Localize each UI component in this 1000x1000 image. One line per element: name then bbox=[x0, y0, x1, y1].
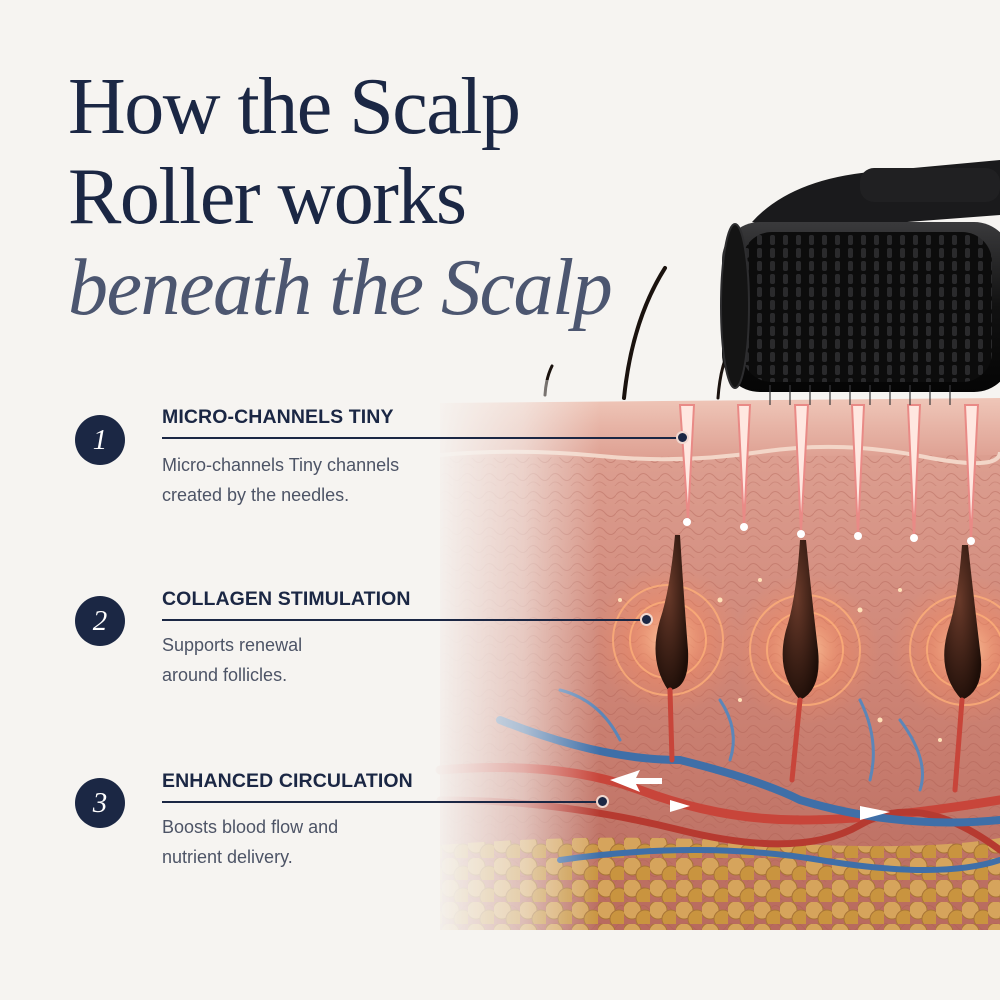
step-number-badge: 2 bbox=[75, 596, 125, 646]
step-title: MICRO-CHANNELS TINY bbox=[162, 406, 394, 428]
headline-line-2: Roller works bbox=[68, 153, 467, 241]
leader-line bbox=[162, 801, 602, 803]
step-description: Micro-channels Tiny channels created by … bbox=[162, 455, 400, 505]
leader-line bbox=[162, 437, 682, 439]
headline-line-1: How the Scalp bbox=[68, 63, 521, 151]
headline: How the Scalp Roller works beneath the S… bbox=[68, 62, 628, 334]
step-number-badge: 1 bbox=[75, 415, 125, 465]
leader-dot bbox=[596, 795, 609, 808]
headline-line-3: beneath the Scalp bbox=[68, 244, 613, 332]
step-description: Supports renewal around follicles. bbox=[162, 635, 303, 685]
step-title: ENHANCED CIRCULATION bbox=[162, 770, 413, 792]
leader-dot bbox=[640, 613, 653, 626]
step-title: COLLAGEN STIMULATION bbox=[162, 588, 411, 610]
leader-line bbox=[162, 619, 646, 621]
leader-dot bbox=[676, 431, 689, 444]
step-number-badge: 3 bbox=[75, 778, 125, 828]
step-description: Boosts blood flow and nutrient delivery. bbox=[162, 817, 339, 867]
